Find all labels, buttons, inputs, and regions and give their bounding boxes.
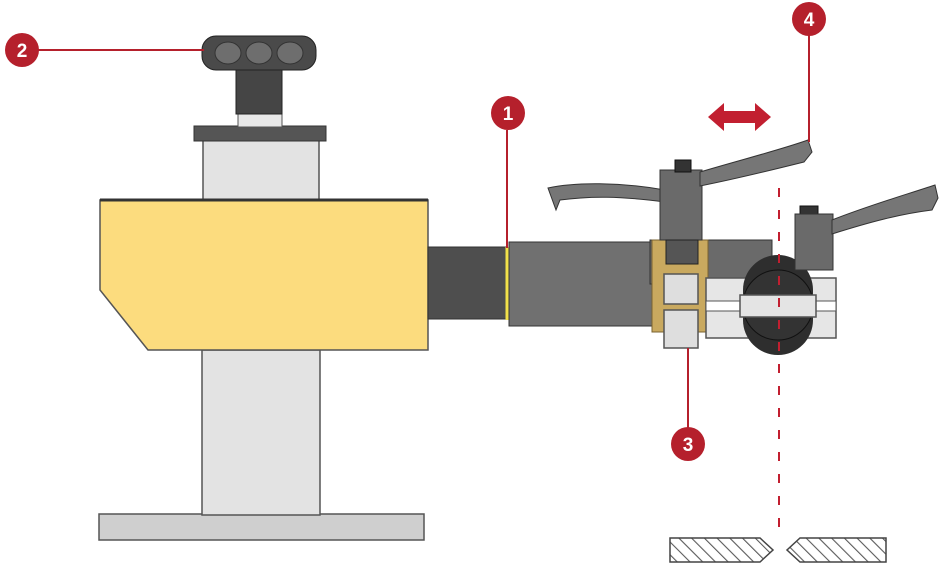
- callout-3-label: 3: [683, 435, 694, 456]
- hatched-workpiece-icon: [669, 537, 887, 563]
- arm-tube: [508, 241, 658, 327]
- torch-clamp-block-upper: [663, 273, 699, 305]
- callout-2: 2: [5, 33, 39, 67]
- callout-1-label: 1: [503, 104, 514, 125]
- column-cap: [193, 125, 327, 142]
- yellow-housing: [99, 199, 429, 351]
- clamp-lever-upper[interactable]: [674, 139, 813, 187]
- torch-clamp-block-lower: [663, 309, 699, 349]
- double-headed-arrow-icon: [708, 103, 771, 131]
- lower-column: [201, 349, 321, 516]
- callout-2-label: 2: [17, 41, 28, 62]
- arm-dark-section: [427, 246, 507, 320]
- callout-3: 3: [671, 427, 705, 461]
- clamp-lever-right[interactable]: [794, 184, 939, 271]
- clamp-lever-left[interactable]: [547, 169, 703, 265]
- clamping-knob[interactable]: [201, 35, 317, 71]
- callout-4: 4: [792, 2, 826, 36]
- callout-4-label: 4: [804, 10, 815, 31]
- callout-1: 1: [491, 96, 525, 130]
- base-plate: [98, 513, 425, 541]
- upper-column: [202, 139, 320, 201]
